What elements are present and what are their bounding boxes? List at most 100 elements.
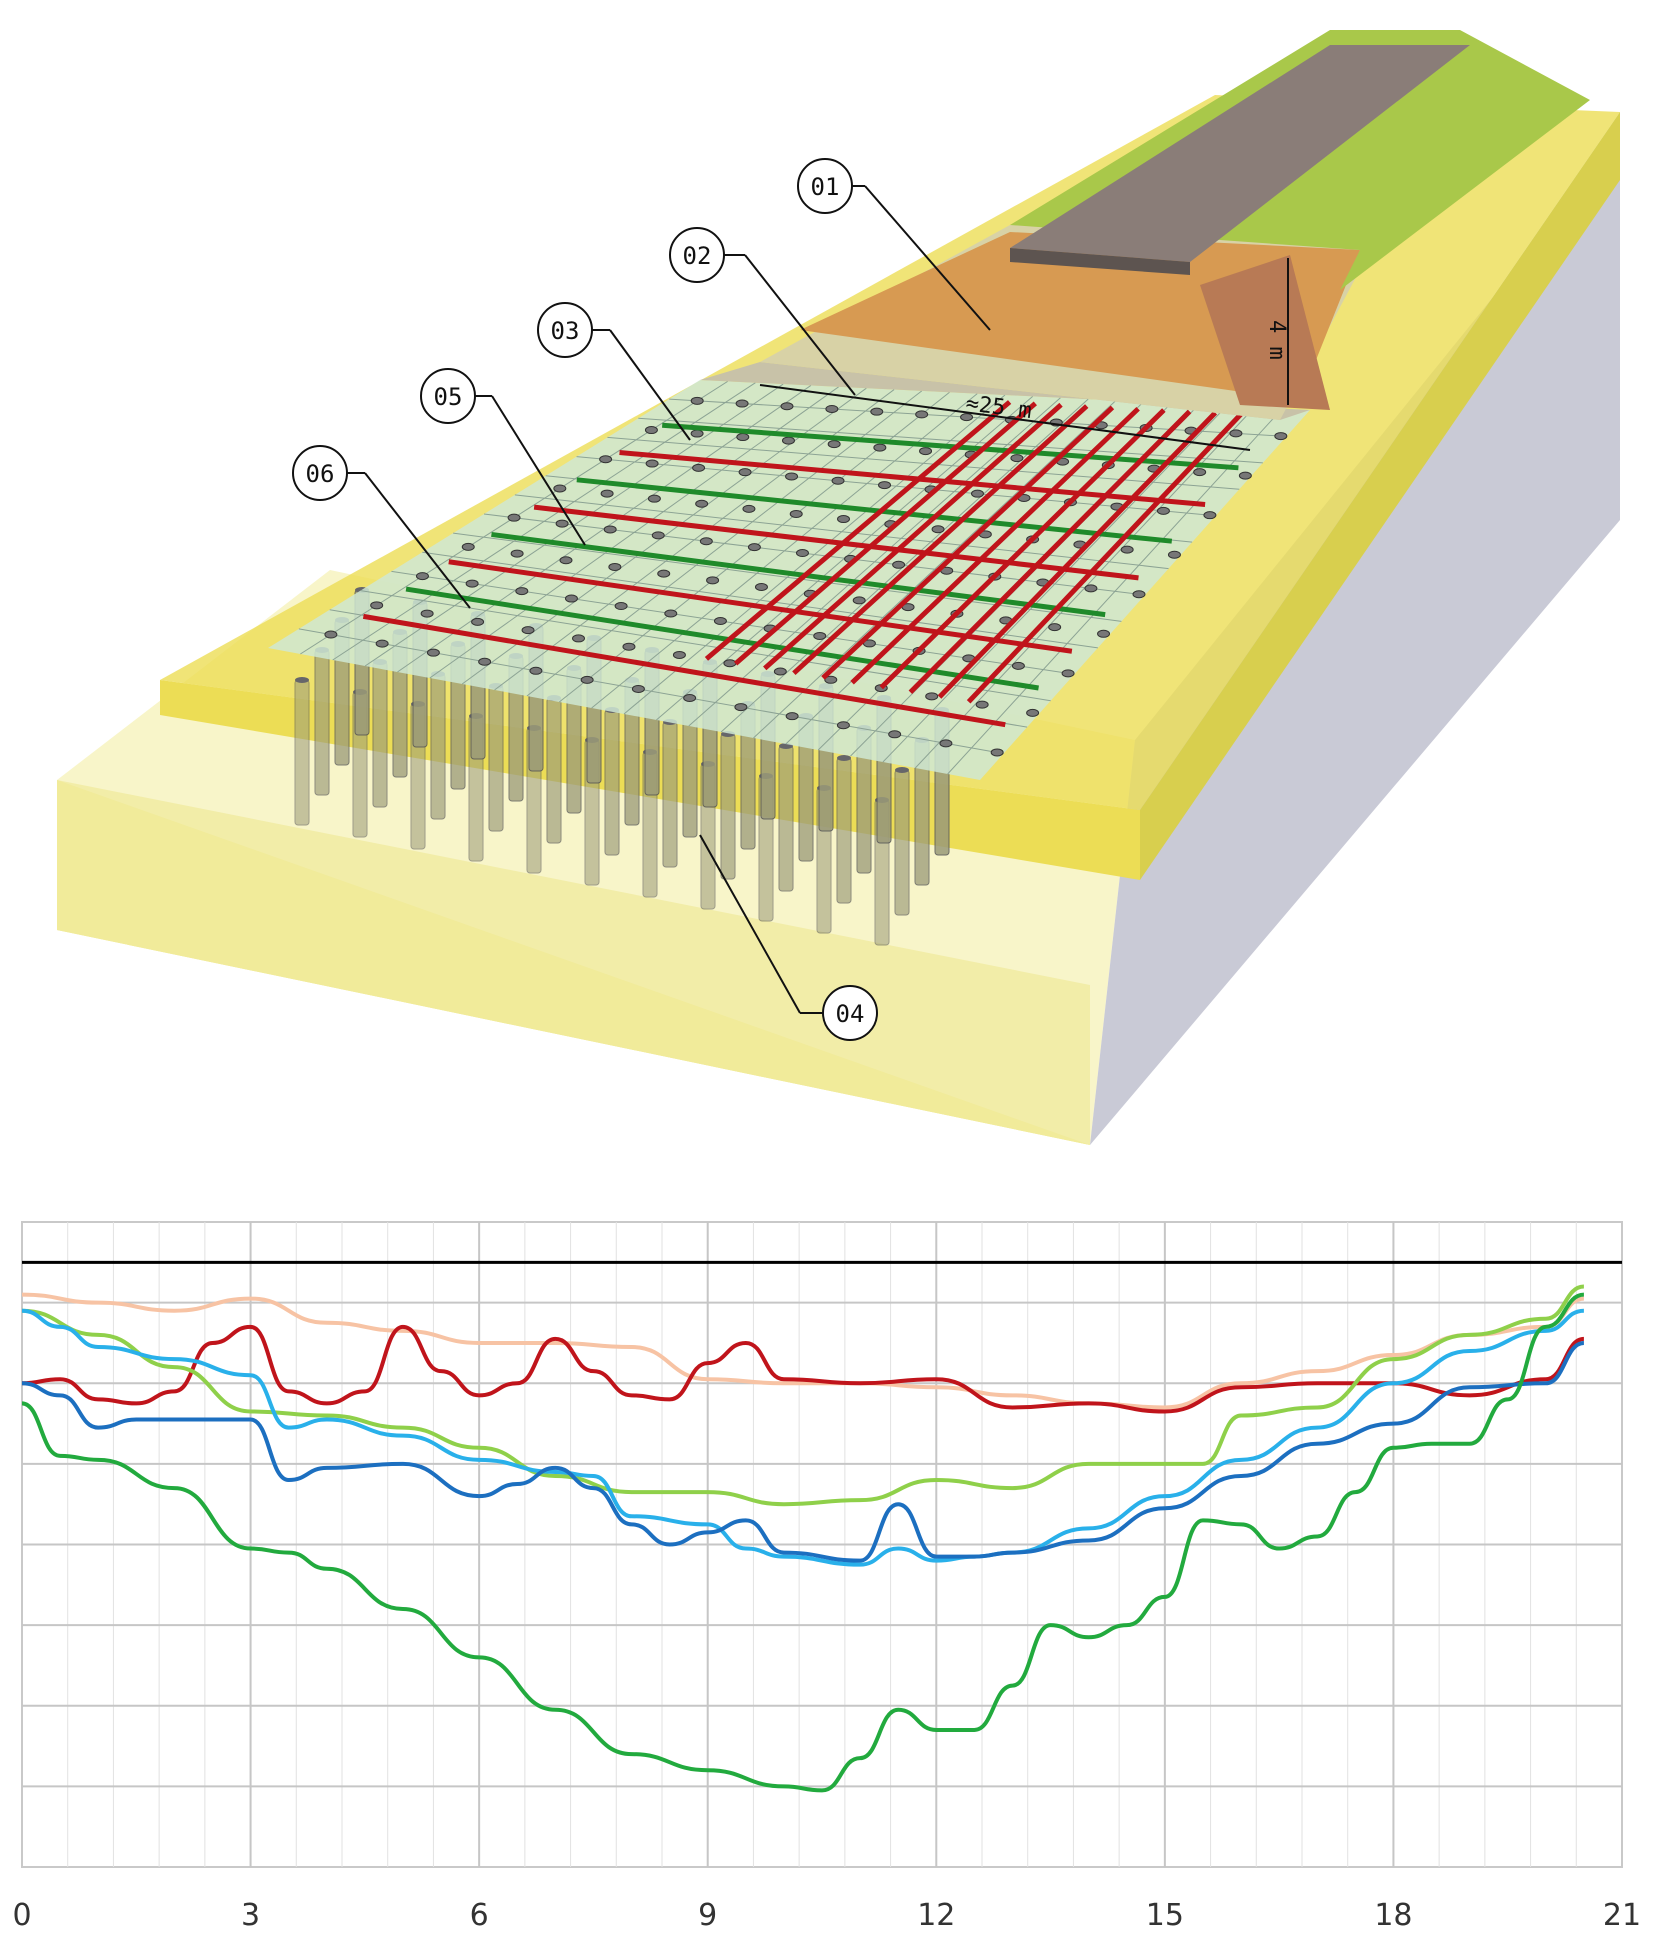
platform-pile-head: [1026, 708, 1040, 717]
platform-pile-head: [870, 407, 884, 416]
pile: [720, 733, 736, 880]
dimension-height-label: 4 m: [1264, 320, 1289, 360]
embankment: [700, 30, 1590, 420]
platform-pile-head: [559, 556, 573, 565]
platform-pile-head: [647, 494, 661, 503]
platform-pile-head: [690, 396, 704, 405]
platform-pile-head: [831, 476, 845, 485]
pile: [662, 721, 678, 868]
platform-pile-head: [683, 694, 697, 703]
platform-pile-head: [736, 433, 750, 442]
platform-pile-head: [785, 472, 799, 481]
road-surface-edge: [1010, 248, 1190, 275]
platform-pile-head: [478, 657, 492, 666]
platform-pile-head: [1274, 432, 1288, 441]
platform-pile-head: [695, 499, 709, 508]
platform-pile-head: [651, 531, 665, 540]
pile: [314, 649, 330, 796]
geogrid-line: [947, 408, 1283, 775]
callout-06-label: 06: [306, 460, 335, 488]
platform-pile-head: [735, 399, 749, 408]
platform-pile-head: [888, 730, 902, 739]
platform-pile-head: [375, 639, 389, 648]
pile-head: [295, 677, 309, 683]
pile-head: [837, 755, 851, 761]
transverse-bar: [966, 412, 1243, 704]
callout-01-label: 01: [811, 173, 840, 201]
x-tick-label: 15: [1146, 1898, 1184, 1933]
platform-pile-head: [706, 576, 720, 585]
platform-pile-head: [970, 489, 984, 498]
platform-pile-head: [873, 443, 887, 452]
platform-pile-head: [510, 549, 524, 558]
platform-pile-head: [1203, 511, 1217, 520]
platform-pile-head: [465, 579, 479, 588]
platform-pile-head: [1120, 545, 1134, 554]
platform-pile-head: [555, 519, 569, 528]
x-tick-label: 21: [1603, 1898, 1641, 1933]
callout-04: 04: [699, 834, 878, 1041]
platform-pile-head: [785, 712, 799, 721]
subsoil-side: [1090, 140, 1620, 1145]
platform-pile-head: [925, 692, 939, 701]
callout-03-label: 03: [551, 317, 580, 345]
x-tick-label: 3: [241, 1898, 260, 1933]
pile: [488, 685, 504, 832]
series-line-6: [21, 1292, 1585, 1793]
platform-pile-head: [939, 739, 953, 748]
platform-pile-head: [521, 626, 535, 635]
platform-pile-head: [572, 634, 586, 643]
transverse-bar: [733, 401, 1037, 666]
platform-pile-head: [836, 721, 850, 730]
transverse-bar: [879, 408, 1166, 690]
platform-pile-head: [990, 748, 1004, 757]
callout-05-label: 05: [434, 383, 463, 411]
platform-pile-head: [603, 525, 617, 534]
platform-pile-head: [1011, 661, 1025, 670]
callout-04-label: 04: [836, 1000, 865, 1028]
platform-pile-head: [580, 675, 594, 684]
platform-pile-head: [723, 659, 737, 668]
platform-pile-head: [1132, 590, 1146, 599]
platform-pile-head: [780, 402, 794, 411]
platform-pile-head: [664, 609, 678, 618]
pile: [836, 757, 852, 904]
platform-pile-head: [426, 648, 440, 657]
transverse-bar: [850, 406, 1140, 685]
platform-pile-head: [515, 587, 529, 596]
subsoil-front-shade: [57, 780, 1090, 1145]
transverse-bar: [704, 400, 1012, 661]
platform-pile-head: [931, 525, 945, 534]
geogrid-line: [882, 405, 1228, 763]
chart-series: [21, 1284, 1585, 1793]
platform-pile-head: [1156, 506, 1170, 515]
platform-pile-head: [1097, 629, 1111, 638]
platform-pile-head: [1229, 429, 1243, 438]
pile: [546, 697, 562, 844]
platform-pile-head: [837, 515, 851, 524]
platform-pile-head: [742, 504, 756, 513]
reinforcement-bars: [362, 400, 1243, 728]
platform-pile-head: [370, 601, 384, 610]
pile: [430, 673, 446, 820]
platform-pile-head: [564, 594, 578, 603]
embankment-side-fill: [1200, 255, 1330, 410]
callout-03: 03: [537, 302, 691, 441]
platform-pile-head: [1010, 454, 1024, 463]
callouts: 01 02 03 04 05: [292, 158, 991, 1041]
platform-pile-head: [754, 583, 768, 592]
longitudinal-bar: [362, 613, 1006, 728]
platform-pile-head: [813, 631, 827, 640]
platform-pile-head: [738, 468, 752, 477]
pile: [604, 709, 620, 856]
dimension-height: 4 m: [1264, 258, 1289, 405]
pile: [294, 679, 310, 826]
platform-pile-head: [324, 630, 338, 639]
transverse-bar: [821, 405, 1115, 680]
platform-pile-head: [645, 459, 659, 468]
x-tick-label: 12: [917, 1898, 955, 1933]
platform-pile-head: [975, 700, 989, 709]
platform-pile-head: [420, 609, 434, 618]
